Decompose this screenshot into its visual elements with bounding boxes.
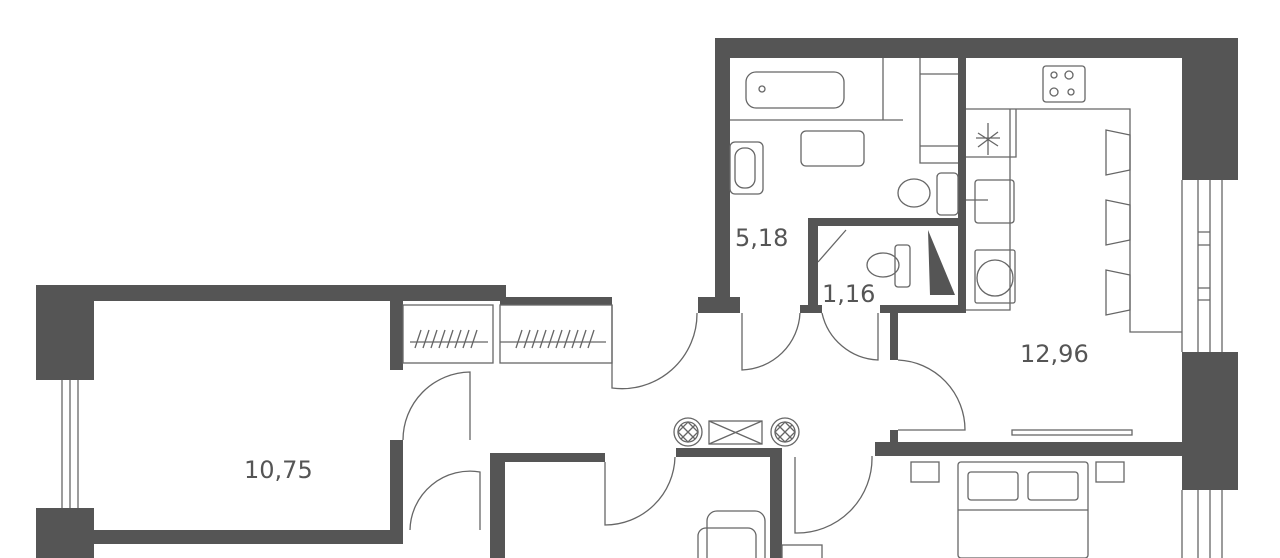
vent-shafts <box>673 417 800 447</box>
sink-icon <box>729 141 764 195</box>
stove-icon <box>1042 65 1086 103</box>
fridge-icon <box>976 123 1000 155</box>
storage-closets <box>402 304 613 364</box>
area-label-bathroom: 5,18 <box>735 224 789 252</box>
toilet-icon-wc <box>866 252 900 278</box>
kitchen-sink-icon <box>974 179 1015 224</box>
bedroom-fixtures <box>697 461 1125 558</box>
kitchen-fixtures <box>966 65 1182 436</box>
area-label-kitchen: 12,96 <box>1020 340 1089 368</box>
dishwasher-icon <box>974 249 1016 304</box>
windows <box>61 180 1223 558</box>
doors <box>402 305 966 534</box>
bar-stools <box>1105 129 1131 316</box>
radiator <box>1011 429 1133 436</box>
bathroom-fixtures <box>729 58 959 295</box>
washing-machine-icon <box>800 130 865 167</box>
toilet-icon <box>897 178 931 208</box>
area-label-wc: 1,16 <box>822 280 876 308</box>
area-label-living-room: 10,75 <box>244 456 313 484</box>
walls <box>36 38 1238 558</box>
bathtub-icon <box>745 71 845 109</box>
